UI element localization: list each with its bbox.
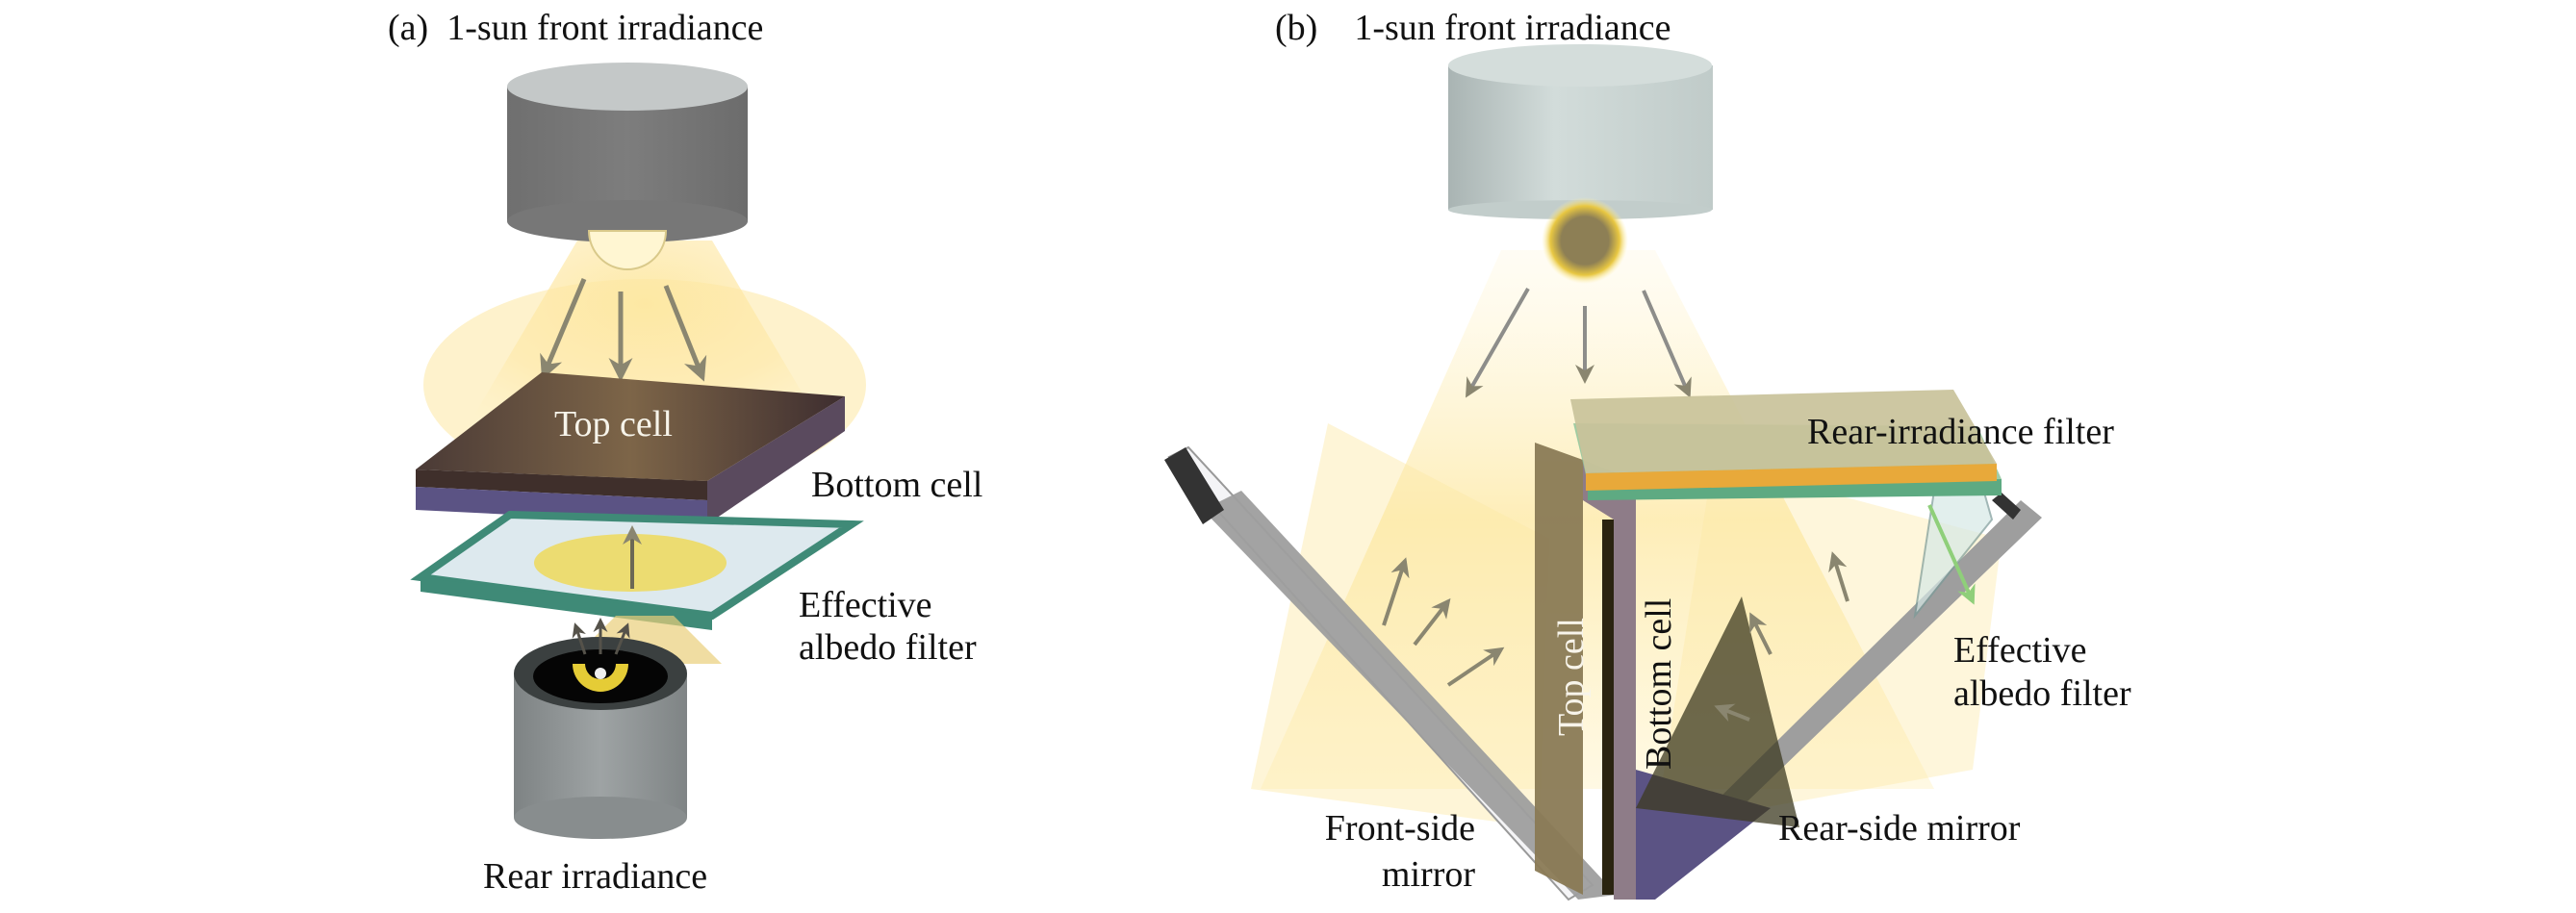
label-front-mirror-2: mirror (1381, 854, 1475, 895)
front-lamp-b (1448, 44, 1713, 284)
label-filter-b-2: albedo filter (1953, 673, 2131, 714)
rear-lamp (514, 616, 722, 839)
label-filter-a-1: Effective (799, 585, 932, 625)
albedo-filter-arrow (1927, 504, 1976, 605)
panel-b-title: (b) 1-sun front irradiance (1275, 8, 1671, 50)
panel-b-tag: (b) (1275, 8, 1318, 48)
bottom-cell-b (1583, 460, 1636, 900)
label-rear-irradiance: Rear irradiance (483, 856, 708, 897)
front-side-mirror (1164, 445, 1617, 901)
arrow-down-left-b (1466, 288, 1530, 398)
panel-b (1164, 44, 2042, 901)
reflected-arrows (1382, 551, 1849, 723)
label-top-cell-b: Top cell (1551, 618, 1592, 736)
bottom-cell-side (707, 396, 845, 524)
label-filter-b-1: Effective (1953, 630, 2087, 671)
rear-irradiance-filter (1570, 390, 2002, 500)
label-rear-side-mirror: Rear-side mirror (1778, 808, 2021, 849)
mirror-cap-left (1164, 447, 1224, 524)
label-bottom-cell-a: Bottom cell (811, 465, 983, 505)
front-arrows (540, 278, 707, 382)
reflected-beam-left (1251, 423, 1549, 827)
panel-a-tag: (a) (388, 8, 429, 48)
label-top-cell-a: Top cell (554, 404, 673, 444)
top-cell-b (1535, 443, 1583, 895)
label-front-mirror-1: Front-side (1324, 808, 1475, 849)
rear-bulb-icon (573, 664, 628, 692)
cell-junction (1602, 520, 1614, 895)
bulb-icon (587, 230, 668, 270)
arrow-down-left (540, 278, 587, 380)
tandem-cell-a (416, 372, 845, 524)
panel-a-title-text: 1-sun front irradiance (446, 8, 764, 48)
front-lamp (507, 63, 748, 270)
front-arrows-b (1466, 288, 1692, 398)
rear-filter-orange-edge (1586, 464, 1997, 491)
albedo-filter-a (410, 510, 864, 630)
panel-b-title-text: 1-sun front irradiance (1354, 8, 1671, 48)
label-rear-irradiance-filter: Rear-irradiance filter (1807, 412, 2114, 452)
top-cell-edge (416, 469, 707, 500)
mirror-cap-right (1992, 493, 2021, 520)
front-light-cone-b (1261, 250, 1934, 789)
arrow-down-right (663, 285, 707, 382)
label-filter-a-2: albedo filter (799, 627, 977, 668)
panel-a-title: (a) 1-sun front irradiance (388, 8, 763, 50)
label-bottom-cell-b: Bottom cell (1639, 597, 1679, 770)
arrow-down-right-b (1642, 290, 1692, 398)
bulb-icon-b (1542, 197, 1628, 284)
panel-a (410, 63, 866, 839)
